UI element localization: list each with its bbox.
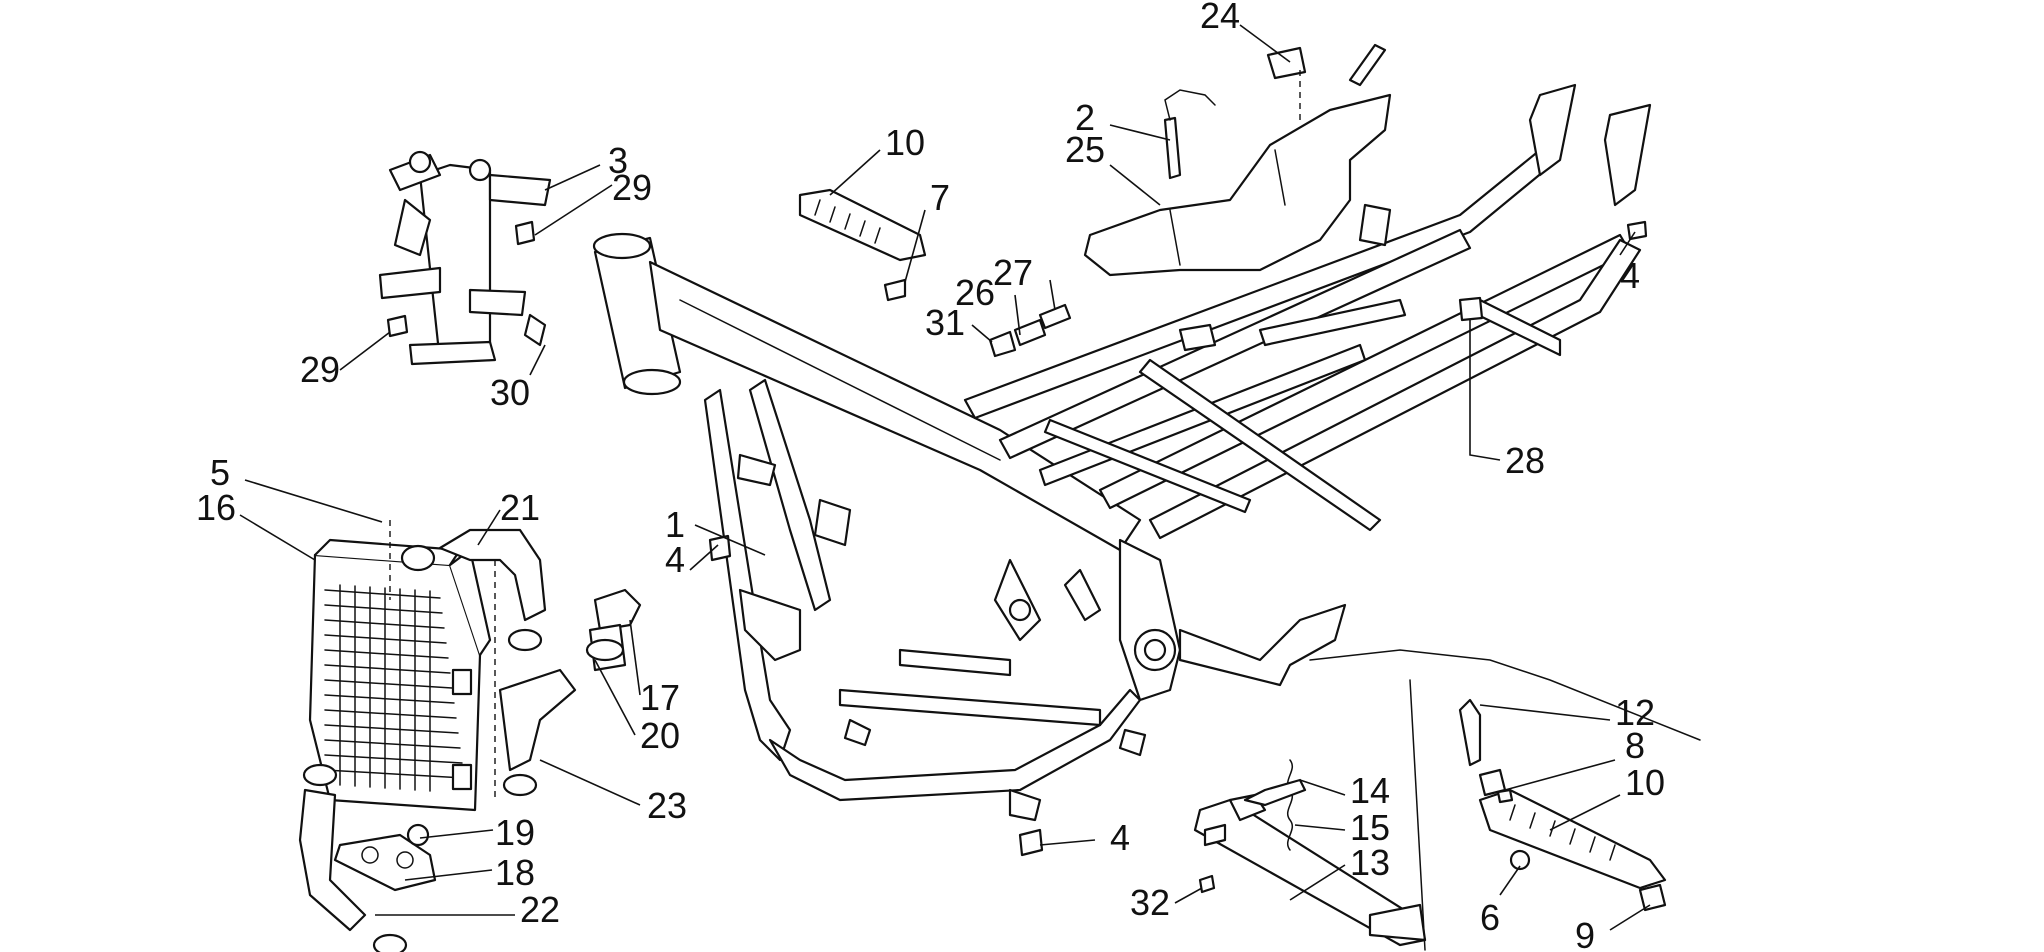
- alignment-lines: [389, 70, 1701, 951]
- callout-7: 7: [930, 177, 950, 218]
- radiator-plate: [333, 823, 437, 892]
- footrest-left: [798, 188, 927, 302]
- callout-29-b: 29: [300, 349, 340, 390]
- callout-30: 30: [490, 372, 530, 413]
- callout-28: 28: [1505, 440, 1545, 481]
- main-frame: [592, 232, 1347, 822]
- callout-18: 18: [495, 852, 535, 893]
- callout-25: 25: [1065, 129, 1105, 170]
- leader-lines: [239, 24, 1651, 931]
- callout-32: 32: [1130, 882, 1170, 923]
- callout-10-a: 10: [885, 122, 925, 163]
- callout-24: 24: [1200, 0, 1240, 36]
- callout-19: 19: [495, 812, 535, 853]
- callout-29-a: 29: [612, 167, 652, 208]
- callout-9: 9: [1575, 915, 1595, 952]
- callout-26: 26: [955, 272, 995, 313]
- fuel-tank: [1083, 43, 1392, 277]
- callout-17: 17: [640, 677, 680, 718]
- callout-4-c: 4: [1110, 817, 1130, 858]
- callout-2: 2: [1075, 97, 1095, 138]
- callout-3: 3: [608, 140, 628, 181]
- callout-5: 5: [210, 452, 230, 493]
- callout-20: 20: [640, 715, 680, 756]
- callout-22: 22: [520, 889, 560, 930]
- callout-16: 16: [196, 487, 236, 528]
- fasteners: [386, 220, 1648, 894]
- callout-4-b: 4: [1620, 255, 1640, 296]
- callout-6: 6: [1480, 897, 1500, 938]
- callout-12: 12: [1615, 692, 1655, 733]
- callout-14: 14: [1350, 770, 1390, 811]
- hoses: [298, 528, 577, 952]
- callout-13: 13: [1350, 842, 1390, 883]
- callout-labels: 1 2 3 4 4 4 5 6 7 8 9 10 10 12 13 14 15 …: [196, 0, 1665, 952]
- thermostat-housing: [585, 588, 642, 672]
- callout-31: 31: [925, 302, 965, 343]
- callout-23: 23: [647, 785, 687, 826]
- callout-21: 21: [500, 487, 540, 528]
- callout-1: 1: [665, 504, 685, 545]
- callout-8: 8: [1625, 725, 1645, 766]
- callout-4-a: 4: [665, 539, 685, 580]
- side-stand: [1193, 759, 1427, 947]
- radiator-bracket: [378, 150, 552, 366]
- radiator: [308, 538, 492, 812]
- callout-15: 15: [1350, 807, 1390, 848]
- rear-subframe: [963, 83, 1652, 540]
- tank-fittings: [988, 303, 1072, 358]
- callout-10-b: 10: [1625, 762, 1665, 803]
- callout-27: 27: [993, 252, 1033, 293]
